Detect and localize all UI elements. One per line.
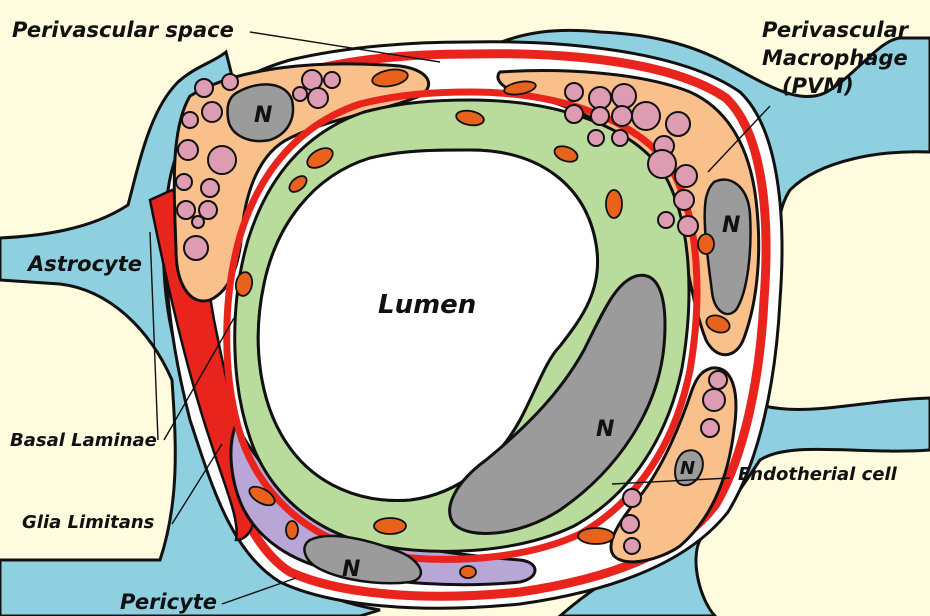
label-glia-limitans: Glia Limitans [22, 514, 154, 532]
vesicle [184, 236, 208, 260]
vesicle [632, 102, 660, 130]
endothelial-nucleus-label: N [596, 417, 614, 442]
vesicle [624, 538, 640, 554]
mitochondrion [374, 518, 406, 534]
vesicle [195, 79, 213, 97]
label-lumen: Lumen [378, 292, 476, 318]
label-astrocyte: Astrocyte [28, 254, 142, 275]
vesicle [324, 72, 340, 88]
macrophage-right-nucleus-label: N [722, 213, 740, 238]
vesicle [612, 130, 628, 146]
label-pvm-line2: Macrophage [762, 48, 908, 69]
vesicle [302, 70, 322, 90]
mitochondrion [606, 190, 622, 218]
mitochondrion [286, 521, 298, 539]
label-pvm-line3: (PVM) [782, 76, 854, 97]
vesicle [591, 107, 609, 125]
label-pericyte: Pericyte [120, 592, 217, 613]
vesicle [178, 140, 198, 160]
vesicle [666, 112, 690, 136]
mitochondrion [698, 234, 714, 254]
label-endothelial-cell: Endotherial cell [738, 466, 897, 484]
vesicle [182, 112, 198, 128]
vesicle [589, 87, 611, 109]
vesicle [565, 105, 583, 123]
label-pvm-line1: Perivascular [762, 20, 908, 41]
vesicle [192, 216, 204, 228]
vesicle [612, 106, 632, 126]
vesicle [648, 150, 676, 178]
vesicle [176, 174, 192, 190]
vesicle [678, 216, 698, 236]
vesicle [293, 87, 307, 101]
vesicle [701, 419, 719, 437]
mitochondrion [460, 566, 476, 578]
macrophage-left-nucleus-label: N [254, 103, 272, 128]
vesicle [674, 190, 694, 210]
vesicle [703, 389, 725, 411]
vesicle [675, 165, 697, 187]
vesicle [202, 102, 222, 122]
vesicle [201, 179, 219, 197]
vesicle [658, 212, 674, 228]
vesicle [621, 515, 639, 533]
vesicle [208, 146, 236, 174]
label-perivascular-space: Perivascular space [12, 20, 234, 41]
label-basal-laminae: Basal Laminae [10, 432, 157, 450]
vesicle [612, 84, 636, 108]
vesicle [588, 130, 604, 146]
pericyte-nucleus-label: N [342, 557, 360, 582]
vesicle [623, 489, 641, 507]
vesicle [222, 74, 238, 90]
vesicle [308, 88, 328, 108]
vesicle [565, 83, 583, 101]
vesicle [177, 201, 195, 219]
macrophage-right-lower-nucleus-label: N [680, 458, 695, 479]
vesicle [709, 371, 727, 389]
mitochondrion [578, 528, 614, 544]
